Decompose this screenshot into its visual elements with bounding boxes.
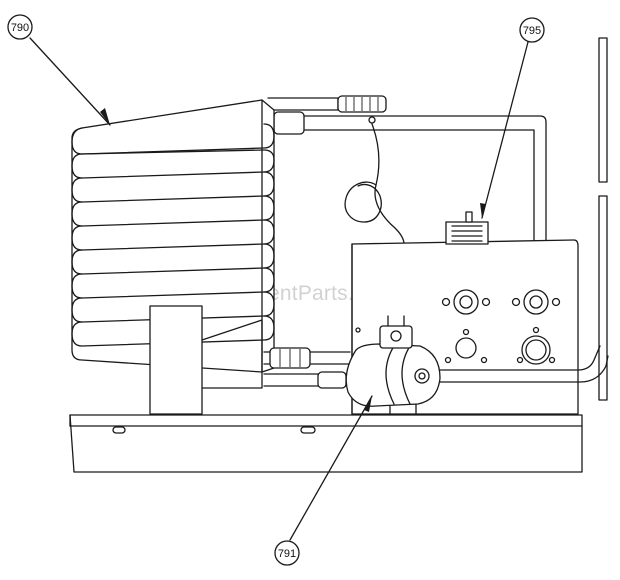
coil-support bbox=[149, 305, 263, 415]
vertical-rod bbox=[598, 37, 608, 401]
callout-791: 791 bbox=[274, 395, 373, 566]
solenoid-valve bbox=[445, 211, 489, 245]
suction-tube bbox=[419, 345, 609, 383]
compressor bbox=[345, 315, 441, 415]
callout-790: 790 bbox=[7, 14, 111, 126]
callout-791-label: 791 bbox=[278, 548, 296, 560]
callout-795: 795 bbox=[480, 17, 545, 219]
upper-tubing bbox=[267, 95, 547, 241]
callout-790-label: 790 bbox=[11, 22, 29, 34]
base-plate bbox=[69, 414, 583, 473]
capillary-tube bbox=[344, 123, 405, 245]
callout-795-label: 795 bbox=[523, 25, 541, 37]
lower-tubing bbox=[263, 347, 351, 389]
